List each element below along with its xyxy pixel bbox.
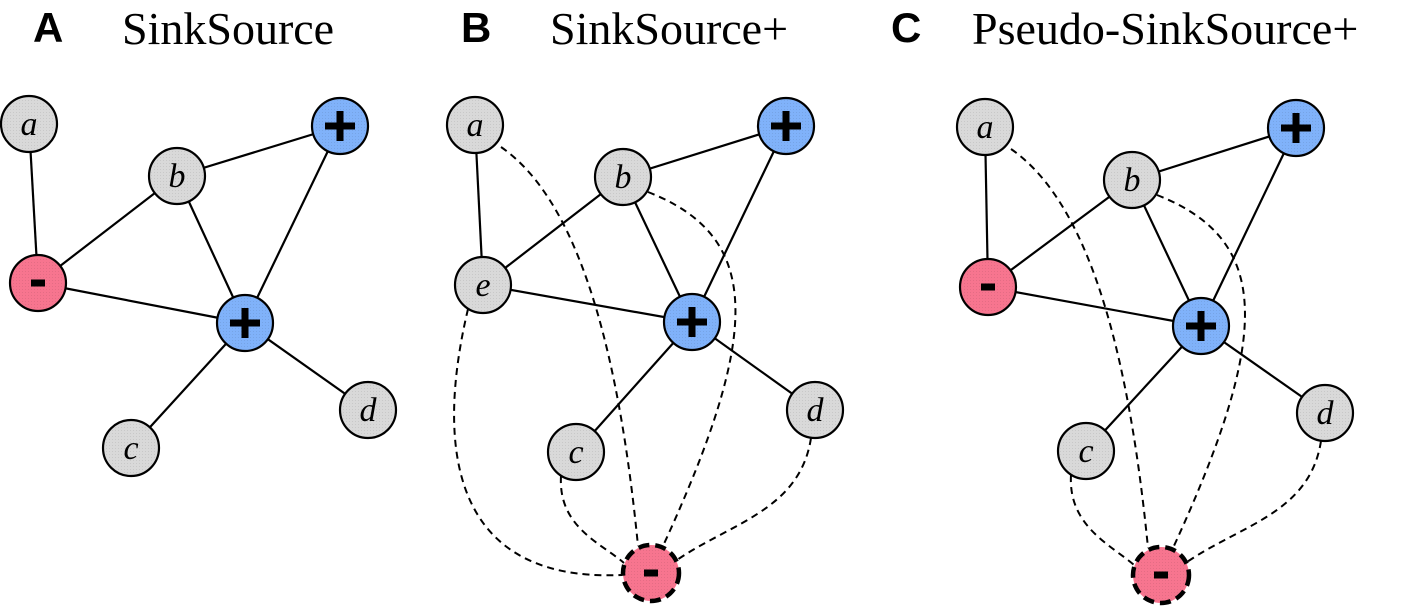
- edge-a-sink-dashed: [1010, 148, 1149, 549]
- node-texture: [457, 259, 509, 311]
- node-label: c: [1078, 433, 1093, 470]
- panel-a-letter: A: [33, 4, 64, 51]
- node-e: e: [453, 255, 513, 315]
- node-negative-sink: [1130, 544, 1192, 606]
- node-label: c: [123, 430, 138, 467]
- node-b: b: [593, 147, 653, 207]
- node-positive: [1266, 98, 1326, 158]
- edge-d-sink-dashed: [676, 437, 812, 561]
- edge-n1-p2: [37, 281, 246, 325]
- panel-a-title: SinkSource: [122, 3, 335, 54]
- node-texture: [597, 151, 649, 203]
- node-c: c: [101, 418, 161, 478]
- node-texture: [151, 150, 203, 202]
- node-negative: [8, 253, 68, 313]
- minus-icon: [981, 283, 995, 291]
- node-texture: [550, 426, 602, 478]
- node-d: d: [338, 380, 398, 440]
- node-b: b: [1102, 150, 1162, 210]
- node-positive: [215, 293, 275, 353]
- node-positive: [310, 96, 370, 156]
- minus-icon: [31, 279, 45, 287]
- node-label: e: [475, 267, 490, 304]
- node-texture: [449, 99, 501, 151]
- edge-e-sink-dashed: [453, 308, 623, 577]
- edge-p1-p2: [1200, 127, 1297, 327]
- edge-b-n1: [987, 179, 1133, 288]
- edge-n1-p2: [987, 285, 1202, 328]
- node-a: a: [445, 95, 505, 155]
- node-texture: [789, 384, 841, 436]
- plus-icon-bar-v: [782, 111, 790, 141]
- minus-icon: [1154, 571, 1168, 579]
- node-negative-sink: [620, 542, 682, 604]
- node-negative: [958, 257, 1018, 317]
- node-texture: [3, 98, 55, 150]
- node-texture: [959, 101, 1011, 153]
- panel-c-graph: a b c d: [955, 97, 1355, 606]
- edge-a-sink-dashed: [500, 146, 639, 547]
- panel-a-graph: a b c d: [0, 94, 398, 478]
- node-label: b: [169, 158, 186, 195]
- plus-icon-bar-v: [336, 111, 344, 141]
- panel-a-header: A SinkSource: [0, 0, 420, 54]
- node-b: b: [147, 146, 207, 206]
- plus-icon-bar-v: [1197, 311, 1205, 341]
- node-texture: [1299, 387, 1351, 439]
- node-texture: [1060, 425, 1112, 477]
- edge-d-sink-dashed: [1186, 440, 1322, 563]
- node-positive: [1171, 296, 1231, 356]
- node-label: b: [615, 159, 632, 196]
- node-positive: [662, 292, 722, 352]
- node-a: a: [955, 97, 1015, 157]
- minus-icon: [644, 569, 658, 577]
- node-label: c: [568, 434, 583, 471]
- node-texture: [342, 384, 394, 436]
- plus-icon-bar-v: [688, 307, 696, 337]
- node-positive: [756, 96, 816, 156]
- node-label: b: [1124, 162, 1141, 199]
- node-label: a: [21, 106, 38, 143]
- node-a: a: [0, 94, 59, 154]
- edge-b-e: [482, 176, 624, 286]
- node-label: a: [977, 109, 994, 146]
- node-label: d: [807, 392, 825, 429]
- node-texture: [105, 422, 157, 474]
- node-d: d: [1295, 383, 1355, 443]
- node-c: c: [546, 422, 606, 482]
- panel-b-letter: B: [461, 4, 492, 51]
- panel-b-header: B SinkSource+: [430, 0, 890, 54]
- edge-c-sink-dashed: [559, 475, 625, 564]
- panel-b-title: SinkSource+: [550, 3, 789, 54]
- panel-c-title: Pseudo-SinkSource+: [972, 3, 1359, 54]
- node-d: d: [785, 380, 845, 440]
- edge-p1-p2: [244, 125, 341, 324]
- panel-c-header: C Pseudo-SinkSource+: [880, 0, 1418, 54]
- plus-icon-bar-v: [1292, 113, 1300, 143]
- node-label: d: [1317, 395, 1335, 432]
- node-c: c: [1056, 421, 1116, 481]
- edge-b-sink-dashed: [647, 191, 737, 547]
- edge-p1-p2: [691, 125, 787, 323]
- edge-b-n1: [37, 175, 178, 284]
- node-label: d: [360, 392, 378, 429]
- node-texture: [1106, 154, 1158, 206]
- edge-e-p2: [482, 283, 693, 324]
- node-label: a: [467, 107, 484, 144]
- edge-c-sink-dashed: [1069, 474, 1135, 566]
- plus-icon-bar-v: [241, 308, 249, 338]
- panel-b-graph: a b e c d: [445, 95, 845, 604]
- panel-c-letter: C: [891, 4, 922, 51]
- edge-b-sink-dashed: [1156, 194, 1246, 549]
